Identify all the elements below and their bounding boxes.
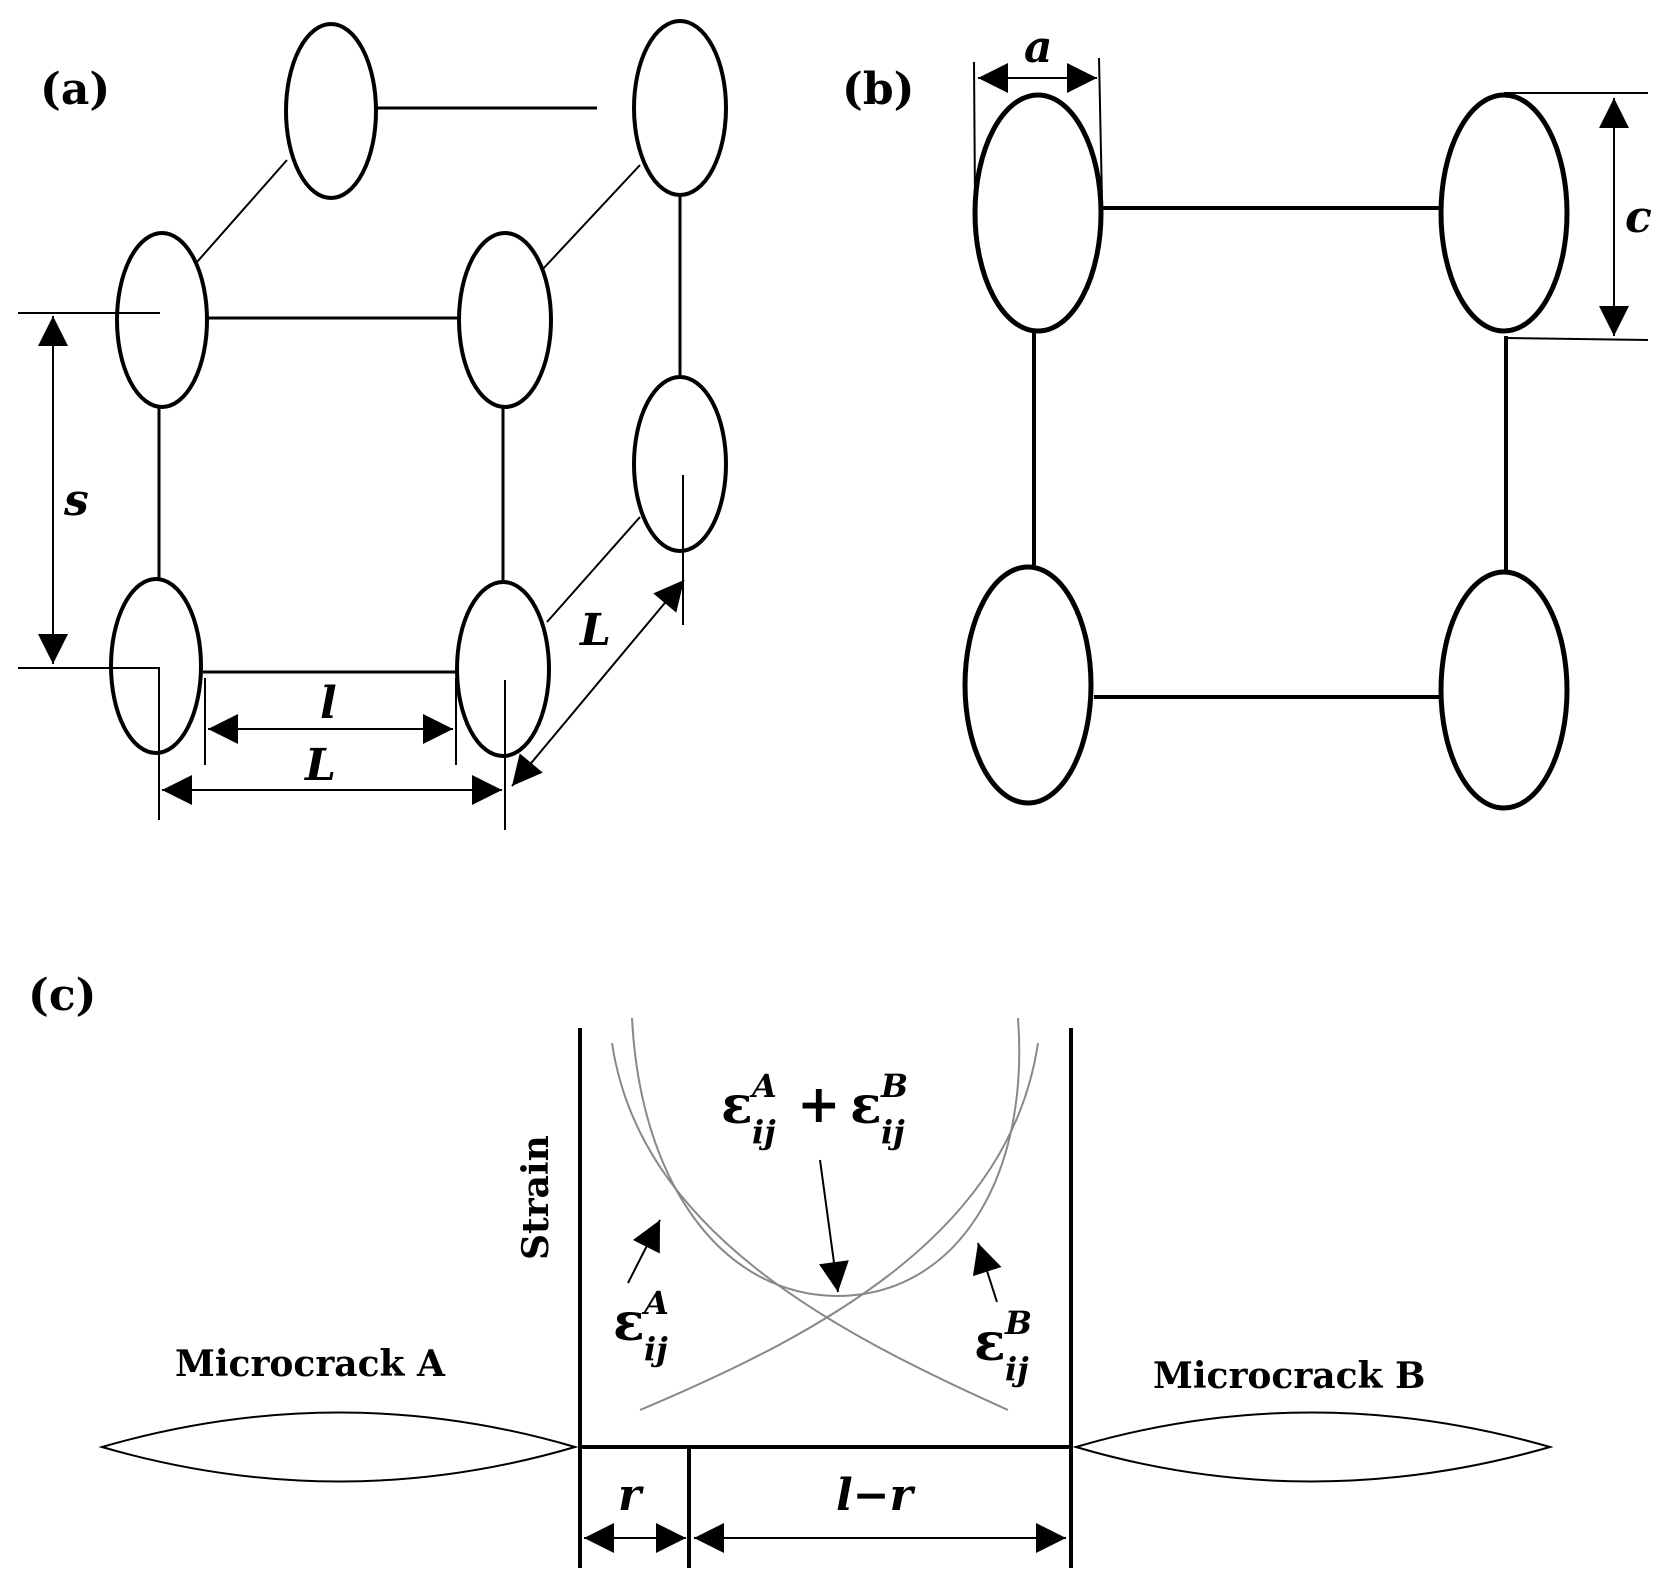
dim-c-ext-bottom bbox=[1503, 337, 1649, 341]
dim-L-bottom-label: L bbox=[303, 740, 336, 791]
panel-b-bonds bbox=[1032, 206, 1508, 699]
panel-c: (c) Microcrack A Microcrack B Strain ε A… bbox=[28, 970, 1554, 1568]
node-back-top-left bbox=[284, 22, 378, 200]
dim-l: l bbox=[208, 678, 453, 744]
sum-sub-a: ij bbox=[752, 1113, 776, 1151]
microcrack-a-shape bbox=[98, 1411, 579, 1483]
sum-eps-a: ε bbox=[721, 1075, 753, 1136]
strain-axis-label: Strain bbox=[515, 1135, 557, 1260]
dim-l-minus-r: l−r bbox=[694, 1470, 1066, 1553]
eps-b-label: ε B ij bbox=[974, 1304, 1032, 1388]
dim-c: c bbox=[1503, 92, 1652, 341]
b-node-top-right bbox=[1438, 92, 1570, 334]
curve-eps-b bbox=[639, 1042, 1039, 1411]
eps-b-sup: B bbox=[1004, 1304, 1032, 1342]
dim-l-label: l bbox=[320, 678, 337, 729]
dim-l-minus-r-label: l−r bbox=[836, 1470, 916, 1521]
dim-ext-lines bbox=[158, 475, 684, 830]
panel-c-label: (c) bbox=[28, 970, 96, 1021]
dim-s-label: s bbox=[63, 475, 89, 526]
dim-c-label: c bbox=[1625, 192, 1652, 243]
node-front-bottom-right bbox=[455, 580, 551, 758]
panel-a-label: (a) bbox=[40, 64, 110, 115]
node-back-top-right bbox=[632, 19, 728, 197]
sum-pointer-arrow bbox=[819, 1159, 849, 1293]
b-node-top-left bbox=[972, 92, 1104, 334]
eps-a-eps: ε bbox=[613, 1292, 645, 1353]
eps-b-sub: ij bbox=[1005, 1350, 1029, 1388]
dim-L-depth-label: L bbox=[578, 605, 611, 656]
panel-b: (b) a c bbox=[842, 22, 1652, 811]
sum-sup-a: A bbox=[749, 1067, 777, 1105]
panel-a-nodes bbox=[109, 19, 728, 758]
panel-b-label: (b) bbox=[842, 64, 914, 115]
eps-a-pointer-arrow bbox=[627, 1219, 661, 1284]
eps-a-sub: ij bbox=[644, 1330, 668, 1368]
dim-r-label: r bbox=[618, 1470, 644, 1521]
dim-a: a bbox=[973, 22, 1103, 201]
curve-eps-sum bbox=[631, 1017, 1021, 1298]
dim-a-ext-right bbox=[1098, 57, 1103, 201]
dim-s: s bbox=[18, 312, 160, 669]
panel-a-bonds bbox=[157, 106, 682, 674]
eps-b-pointer-arrow bbox=[972, 1242, 1002, 1303]
eps-b-eps: ε bbox=[974, 1312, 1006, 1373]
b-node-bottom-left bbox=[962, 564, 1094, 806]
sum-sub-b: ij bbox=[881, 1113, 905, 1151]
sum-plus: + bbox=[797, 1074, 841, 1135]
sum-label: ε A ij + ε B ij bbox=[721, 1067, 908, 1151]
panel-b-nodes bbox=[962, 92, 1570, 811]
eps-a-label: ε A ij bbox=[613, 1284, 669, 1368]
dim-a-ext-left bbox=[973, 61, 976, 201]
microcrack-b-label: Microcrack B bbox=[1153, 1355, 1425, 1397]
dim-r: r bbox=[584, 1470, 686, 1553]
dim-L-bottom: L bbox=[162, 740, 502, 805]
bond-diag-left bbox=[196, 159, 288, 263]
microcrack-b-shape bbox=[1072, 1411, 1554, 1483]
node-front-top-left bbox=[115, 231, 209, 409]
curve-eps-a bbox=[611, 1042, 1009, 1411]
node-front-bottom-left bbox=[109, 577, 203, 755]
sum-sup-b: B bbox=[880, 1067, 908, 1105]
dim-L-depth-arrow bbox=[511, 579, 685, 787]
dim-a-label: a bbox=[1024, 22, 1053, 73]
panel-a: (a) s bbox=[18, 19, 728, 830]
bond-diag-right-top bbox=[541, 164, 641, 271]
sum-eps-b: ε bbox=[850, 1075, 882, 1136]
node-back-bottom-right bbox=[632, 375, 728, 553]
eps-a-sup: A bbox=[641, 1284, 669, 1322]
dim-L-depth: L bbox=[511, 579, 685, 787]
node-front-top-right bbox=[457, 231, 553, 409]
b-node-bottom-right bbox=[1438, 569, 1570, 811]
microcrack-a-label: Microcrack A bbox=[175, 1343, 446, 1385]
